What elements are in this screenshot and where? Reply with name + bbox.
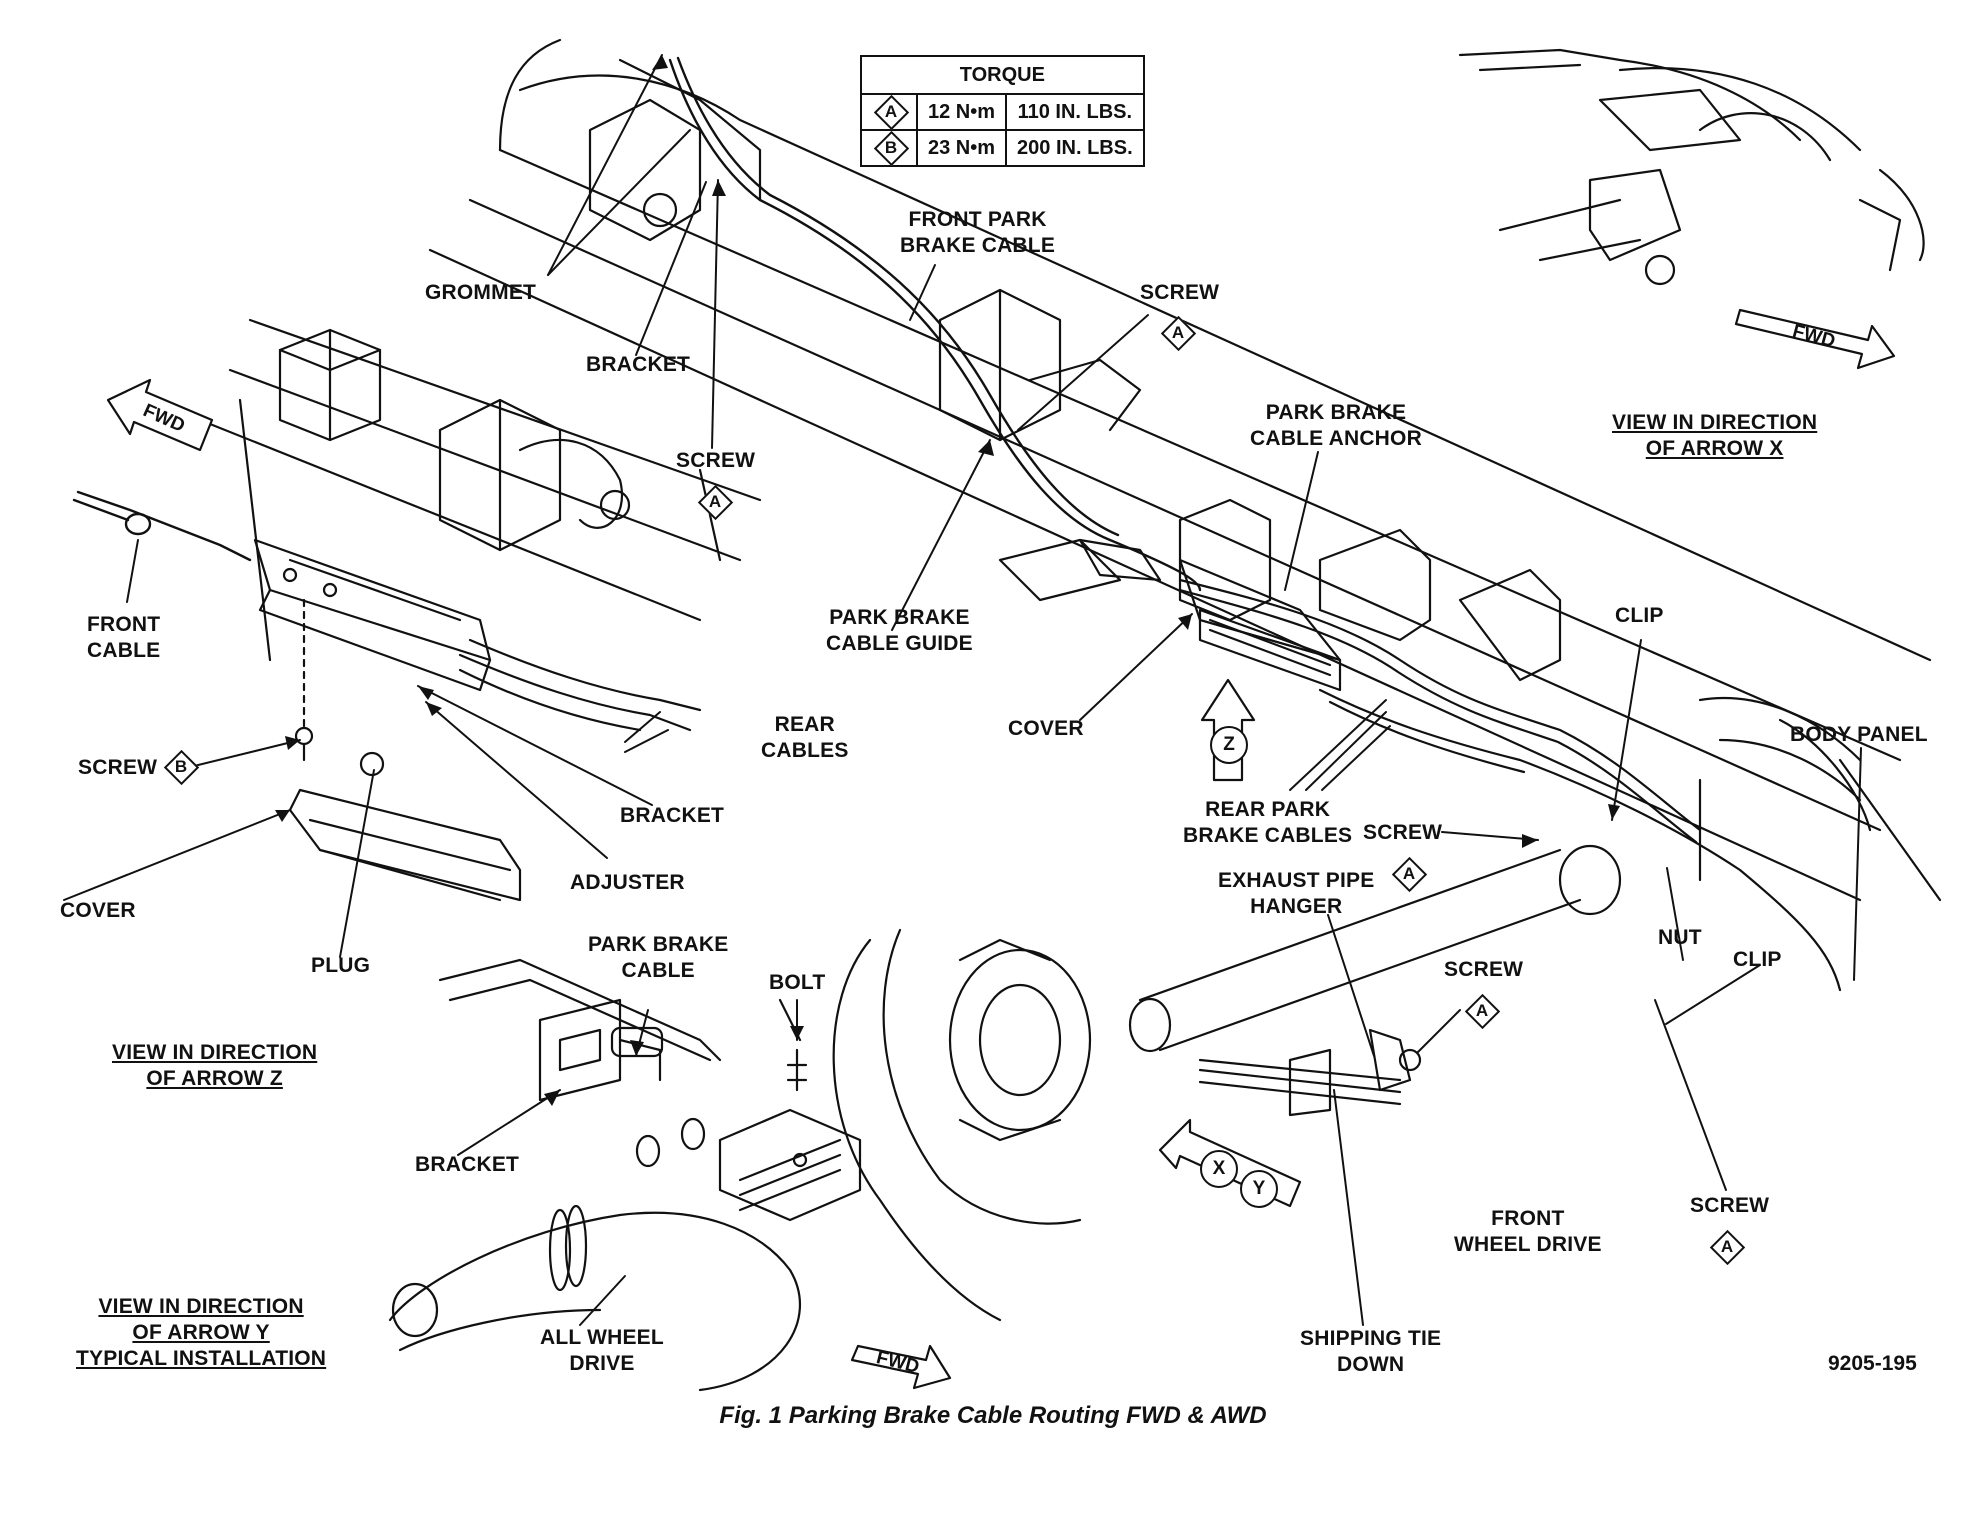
frame-rail-left [198, 318, 762, 662]
label-park-brake-cable-y: PARK BRAKE CABLE [588, 933, 729, 982]
label-rear-park-brake-cables: REAR PARK BRAKE CABLES [1183, 798, 1353, 847]
screw-left-part [294, 598, 314, 762]
torque-metric-a: 12 N•m [915, 93, 1008, 131]
view-arrow-z-title: VIEW IN DIRECTION OF ARROW Z [112, 1041, 318, 1090]
torque-b-diamond-icon: B [876, 133, 906, 163]
crossmember-box-mid [938, 288, 1142, 442]
label-rear-cables: REAR CABLES [761, 713, 849, 762]
label-shipping-tie-down: SHIPPING TIE DOWN [1300, 1327, 1442, 1376]
label-bracket-y: BRACKET [415, 1153, 520, 1176]
label-bracket-left: BRACKET [620, 804, 725, 827]
torque-a-diamond-icon: A [876, 97, 906, 127]
fwd-arrow-bottom-shape [850, 1344, 952, 1390]
arrow-y-marker: Y [1240, 1170, 1278, 1208]
label-bolt: BOLT [769, 971, 826, 994]
label-nut: NUT [1658, 926, 1702, 949]
label-screw-bottom-right: SCREW [1690, 1194, 1770, 1217]
torque-table: TORQUE A 12 N•m 110 IN. LBS. B 23 N•m 20… [860, 55, 1145, 167]
cover-center-part [1198, 608, 1342, 692]
leaf-spring [1198, 1048, 1402, 1117]
label-front-park-brake-cable: FRONT PARK BRAKE CABLE [900, 208, 1056, 257]
frame-rail-upper [428, 38, 1932, 902]
label-all-wheel-drive: ALL WHEEL DRIVE [540, 1326, 664, 1375]
label-park-brake-cable-anchor: PARK BRAKE CABLE ANCHOR [1250, 401, 1422, 450]
label-front-cable: FRONT CABLE [87, 613, 161, 662]
label-screw-top: SCREW [676, 449, 756, 472]
label-screw-right: SCREW [1363, 821, 1443, 844]
label-cover-left: COVER [60, 899, 136, 922]
crossmember-box-upper [588, 58, 762, 242]
torque-imperial-a: 110 IN. LBS. [1005, 93, 1145, 131]
view-y-detail [438, 958, 862, 1222]
figure-caption: Fig. 1 Parking Brake Cable Routing FWD &… [719, 1402, 1267, 1429]
label-clip-lower: CLIP [1733, 948, 1782, 971]
torque-a-diamond-icon: A [1712, 1232, 1742, 1262]
exhaust-hanger-part [1368, 1028, 1422, 1092]
exhaust-pipe [1128, 844, 1622, 1053]
label-grommet: GROMMET [425, 281, 537, 304]
fwd-arrow-top-right-shape [1734, 308, 1896, 370]
torque-a-diamond-icon: A [1163, 318, 1193, 348]
label-screw-lower: SCREW [1444, 958, 1524, 981]
front-cable-left [72, 490, 252, 562]
label-front-wheel-drive: FRONT WHEEL DRIVE [1454, 1207, 1602, 1256]
leader-arrowheads [275, 55, 1620, 1106]
crossmember-box-center-left [438, 398, 631, 552]
rear-cables-left [458, 638, 702, 732]
body-panel-part [1698, 696, 1942, 902]
label-exhaust-pipe-hanger: EXHAUST PIPE HANGER [1218, 869, 1375, 918]
torque-a-diamond-icon: A [1467, 996, 1497, 1026]
arrow-x-marker: X [1200, 1150, 1238, 1188]
arrow-z-marker: Z [1210, 726, 1248, 764]
view-arrow-y-title: VIEW IN DIRECTION OF ARROW Y TYPICAL INS… [76, 1295, 327, 1370]
cable-guide [998, 538, 1162, 602]
torque-imperial-b: 200 IN. LBS. [1005, 129, 1145, 167]
label-plug: PLUG [311, 954, 371, 977]
tire-lower [882, 928, 1082, 1225]
label-bracket-top: BRACKET [586, 353, 691, 376]
view-x-detail [1458, 48, 1925, 286]
torque-key-b: B [860, 129, 918, 167]
fwd-arrow-left-shape [106, 378, 214, 452]
rear-park-brake-cables [1178, 578, 1842, 992]
label-screw-left: SCREW [78, 756, 158, 779]
torque-b-diamond-icon: B [166, 752, 196, 782]
left-cover-part [288, 751, 522, 902]
label-cover-center: COVER [1008, 717, 1084, 740]
torque-row-a: A 12 N•m 110 IN. LBS. [860, 93, 1145, 131]
label-clip-right: CLIP [1615, 604, 1664, 627]
wheel-hub [948, 938, 1092, 1142]
torque-a-diamond-icon: A [1394, 859, 1424, 889]
crossmember-box-right [1178, 498, 1562, 682]
label-adjuster: ADJUSTER [570, 871, 685, 894]
figure-number: 9205-195 [1828, 1352, 1917, 1375]
torque-key-a: A [860, 93, 918, 131]
crossmember-box-left [278, 328, 382, 442]
torque-metric-b: 23 N•m [915, 129, 1008, 167]
torque-row-b: B 23 N•m 200 IN. LBS. [860, 129, 1145, 167]
torque-a-diamond-icon: A [700, 487, 730, 517]
view-arrow-x-title: VIEW IN DIRECTION OF ARROW X [1612, 411, 1818, 460]
torque-table-header: TORQUE [860, 55, 1145, 95]
transmission-housing [388, 938, 1002, 1392]
left-bracket-assembly [253, 538, 492, 692]
label-screw-mid: SCREW [1140, 281, 1220, 304]
label-park-brake-cable-guide: PARK BRAKE CABLE GUIDE [826, 606, 973, 655]
label-body-panel: BODY PANEL [1790, 723, 1928, 746]
